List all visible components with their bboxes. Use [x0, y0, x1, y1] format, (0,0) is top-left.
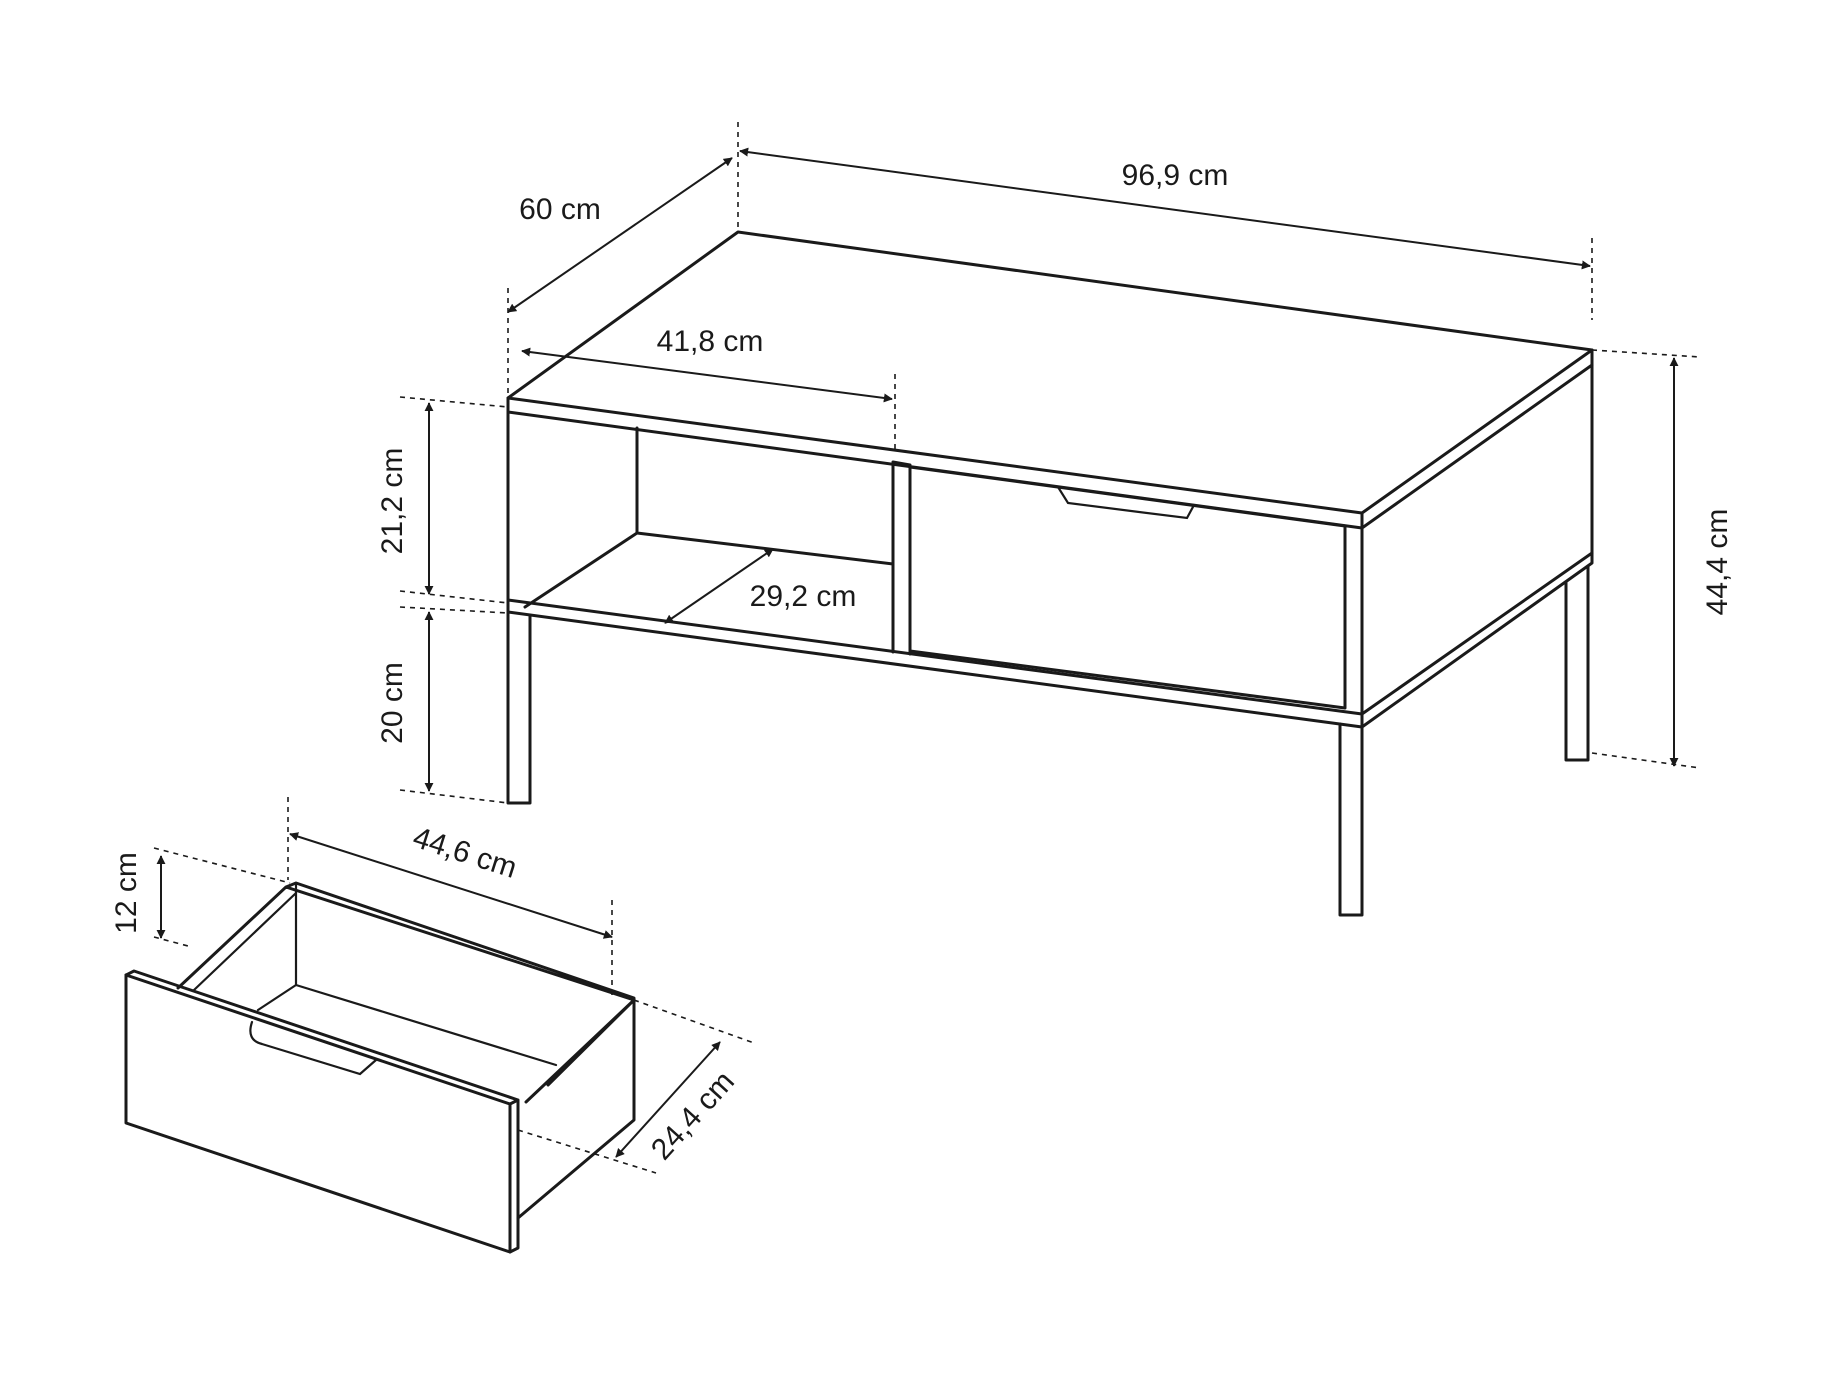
drawer-box	[176, 881, 636, 1220]
label-compartment-depth: 29,2 cm	[750, 580, 857, 613]
drawer-front-panel	[124, 973, 512, 1254]
bottom-shelf	[506, 551, 1594, 716]
dim-line-drawer-width	[289, 832, 613, 939]
dim-line-depth	[507, 157, 733, 313]
label-compartment-width: 41,8 cm	[657, 325, 764, 358]
table-top-edge	[506, 348, 1594, 530]
dim-line-width	[739, 147, 1591, 270]
dimension-labels: 96,9 cm 60 cm 41,8 cm 29,2 cm 21,2 cm 20…	[110, 159, 1734, 1166]
label-drawer-height: 12 cm	[110, 852, 143, 934]
label-compartment-height: 21,2 cm	[376, 448, 409, 555]
leg-front-right	[1338, 722, 1364, 917]
leg-back-right	[1564, 564, 1590, 762]
dim-line-compartment-depth	[664, 548, 774, 624]
extension-lines	[153, 122, 1701, 1174]
label-width: 96,9 cm	[1122, 159, 1229, 192]
drawer-front-installed	[908, 465, 1347, 710]
table-top	[506, 230, 1594, 515]
dim-line-compartment-width	[521, 347, 893, 403]
drawer-handle	[249, 1020, 378, 1076]
leg-front-left	[506, 610, 532, 805]
dimension-lines	[153, 122, 1701, 1174]
label-total-height: 44,4 cm	[1701, 509, 1734, 616]
table-body-side	[1360, 363, 1594, 729]
coffee-table	[506, 230, 1594, 917]
divider	[891, 460, 912, 656]
drawer-handle-installed	[1056, 485, 1196, 520]
dim-line-drawer-depth	[615, 1041, 721, 1158]
label-depth: 60 cm	[519, 193, 601, 226]
detached-drawer	[124, 881, 636, 1254]
open-compartment-back	[523, 426, 895, 609]
label-drawer-width: 44,6 cm	[409, 821, 521, 885]
drawer-front-thickness	[124, 969, 520, 1254]
label-leg-clearance: 20 cm	[376, 662, 409, 744]
label-drawer-depth: 24,4 cm	[645, 1065, 741, 1166]
